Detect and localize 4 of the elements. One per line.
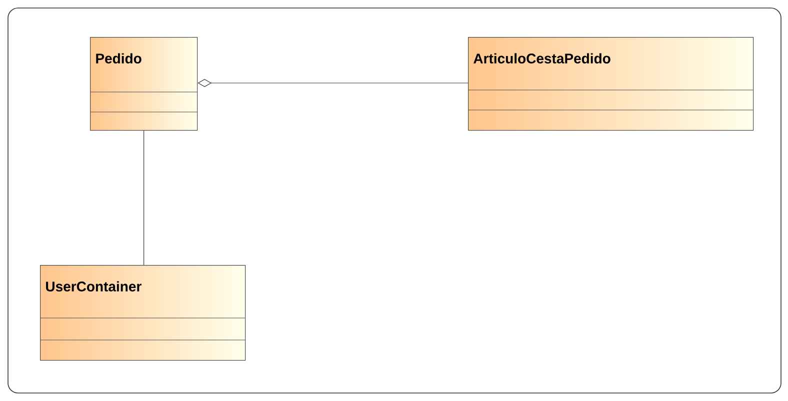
connector-line: [198, 79, 468, 87]
class-box: ArticuloCestaPedido: [468, 37, 754, 131]
class-box: UserContainer: [40, 265, 246, 361]
class-box: Pedido: [90, 37, 198, 131]
